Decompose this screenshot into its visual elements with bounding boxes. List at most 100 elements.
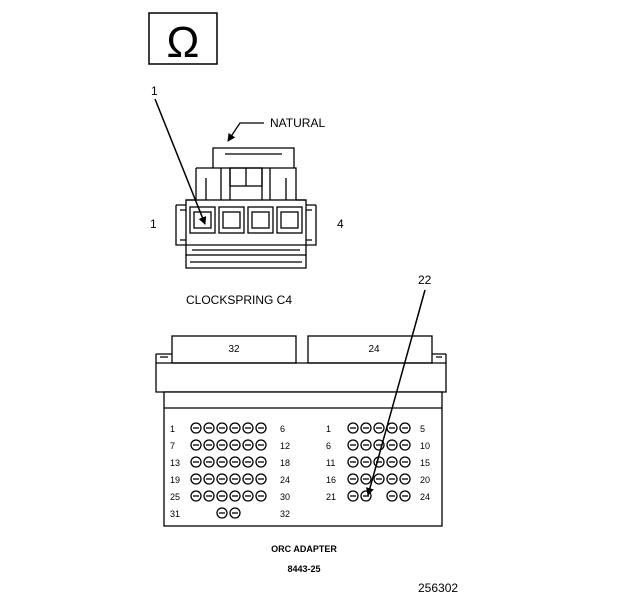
pin-number-end: 15 (420, 458, 430, 468)
pin-row: 31 32 (170, 507, 290, 519)
pin-cavity (360, 456, 372, 468)
pin-cavity (229, 439, 241, 451)
adapter-name: ORC ADAPTER (271, 544, 337, 554)
pin-cavity (190, 422, 202, 434)
pin-cavity (255, 439, 267, 451)
pin-cavity (203, 456, 215, 468)
pin-cavity (399, 473, 411, 485)
pin-cavity (229, 422, 241, 434)
pin-number-end: 32 (280, 509, 290, 519)
pin-label-right: 4 (337, 217, 344, 231)
clockspring-connector (175, 147, 317, 269)
pin-cavity (347, 490, 359, 502)
pin-cavity (229, 507, 241, 519)
pin-cavity (216, 422, 228, 434)
pin-number-end: 20 (420, 475, 430, 485)
pin-number-end: 24 (280, 475, 290, 485)
pin-cavity (360, 490, 372, 502)
pin-number-end: 24 (420, 492, 430, 502)
pin-cavity (399, 490, 411, 502)
pin-cavity (255, 473, 267, 485)
pin-cavity (242, 456, 254, 468)
figure-id: 256302 (418, 581, 458, 595)
pin-cavity (190, 439, 202, 451)
pin-cavity (190, 473, 202, 485)
tab-label-right: 24 (368, 344, 380, 355)
pin-cavity (203, 490, 215, 502)
pin-cavity (386, 439, 398, 451)
pin-cavity (203, 422, 215, 434)
pin-cavity (229, 456, 241, 468)
ohm-symbol: Ω (148, 12, 218, 67)
pin-cavity (190, 456, 202, 468)
pin-row: 13 18 (170, 456, 290, 468)
pin-number-end: 18 (280, 458, 290, 468)
pin-cavity (216, 490, 228, 502)
pin-cavity (242, 490, 254, 502)
pin-cavity (399, 422, 411, 434)
callout-number: 1 (151, 84, 158, 98)
pin-cavity (242, 439, 254, 451)
pin-cavity (255, 456, 267, 468)
pin-cavity (360, 473, 372, 485)
pin-cavity (216, 456, 228, 468)
pin-number-start: 7 (170, 441, 175, 451)
pin-cavity (360, 422, 372, 434)
pin-number-end: 30 (280, 492, 290, 502)
pin-cavity (347, 422, 359, 434)
pin-cavity (229, 490, 241, 502)
pin-cavity (255, 490, 267, 502)
pin-cavity (386, 422, 398, 434)
pin-number-start: 19 (170, 475, 180, 485)
pin-cavity (347, 439, 359, 451)
pin-number-start: 31 (170, 509, 180, 519)
pin-number-start: 1 (170, 424, 175, 434)
pin-cavity (386, 473, 398, 485)
pin-cavity (216, 473, 228, 485)
pin-number-end: 12 (280, 441, 290, 451)
connector-title: CLOCKSPRING C4 (186, 293, 292, 307)
adapter-callout-leader (366, 289, 426, 496)
pin-cavity (242, 422, 254, 434)
ohm-icon: Ω (167, 18, 200, 67)
pin-cavity (373, 473, 385, 485)
pin-cavity (203, 473, 215, 485)
tab-label-left: 32 (228, 344, 240, 355)
pin-row: 7 12 (170, 439, 290, 451)
pin-cavity (386, 490, 398, 502)
pin-row: 25 30 (170, 490, 290, 502)
color-label-leader (227, 122, 264, 142)
pin-cavity (399, 439, 411, 451)
pin-cavity (347, 456, 359, 468)
pin-number-end: 6 (280, 424, 285, 434)
pin-number-end: 10 (420, 441, 430, 451)
pin-cavity (216, 507, 228, 519)
adapter-callout-number: 22 (418, 273, 432, 287)
pin-number-end: 5 (420, 424, 425, 434)
pin-number-start: 1 (326, 424, 331, 434)
callout-leader (154, 98, 207, 225)
pin-cavity (203, 439, 215, 451)
pin-cavity (399, 456, 411, 468)
pin-cavity (373, 422, 385, 434)
pin-cavity (190, 490, 202, 502)
pin-cavity (360, 439, 372, 451)
pin-row: 11 15 (326, 456, 430, 468)
pin-number-start: 11 (326, 458, 335, 468)
pin-number-start: 21 (326, 492, 336, 502)
pin-cavity (229, 473, 241, 485)
pin-cavity (242, 473, 254, 485)
pin-cavity (216, 439, 228, 451)
pin-cavity (255, 422, 267, 434)
pin-number-start: 13 (170, 458, 180, 468)
pin-cavity (386, 456, 398, 468)
color-label: NATURAL (270, 116, 325, 130)
pin-cavity (347, 473, 359, 485)
pin-number-start: 25 (170, 492, 180, 502)
